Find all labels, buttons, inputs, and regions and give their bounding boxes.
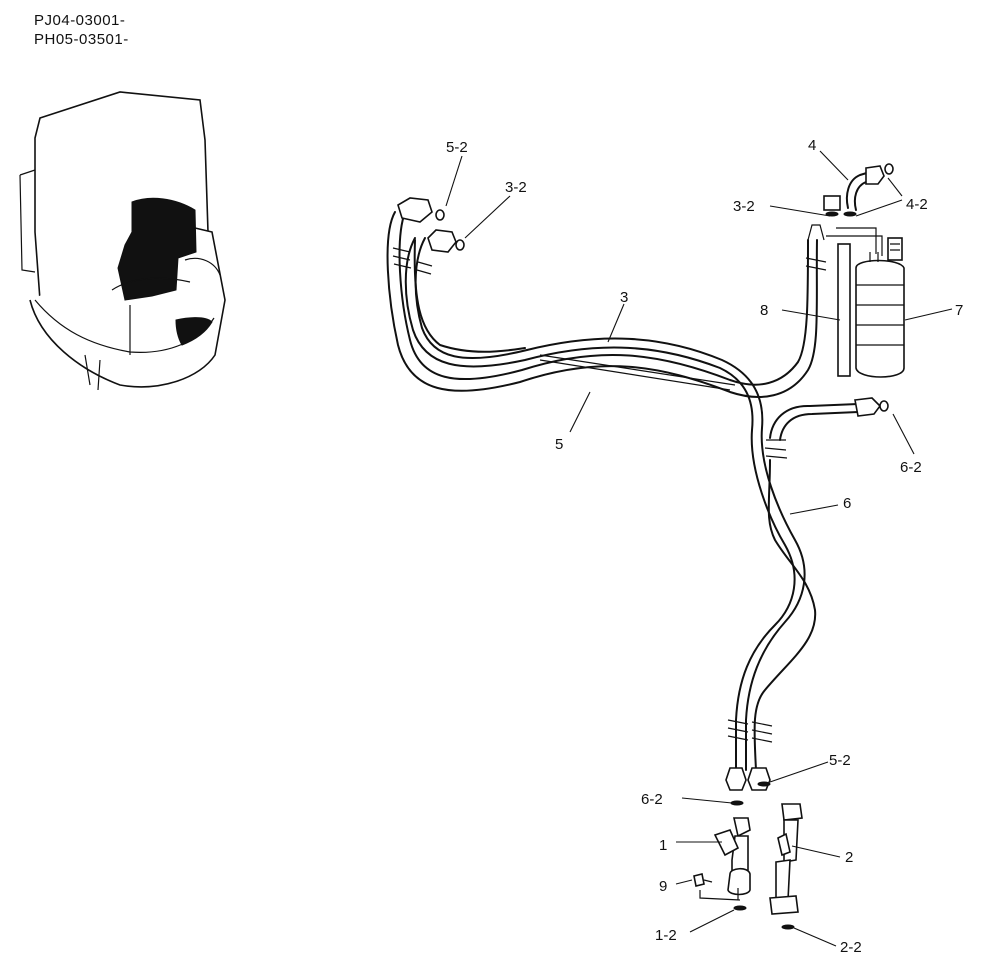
hose-4 <box>823 163 894 217</box>
label-1-2: 1-2 <box>655 927 677 944</box>
label-1: 1 <box>659 837 667 854</box>
hose-3-5-assembly <box>386 197 827 771</box>
label-9: 9 <box>659 878 667 895</box>
machine-location-illustration <box>19 91 226 391</box>
bottom-fittings <box>725 767 771 806</box>
label-4: 4 <box>808 137 816 154</box>
leader-lines <box>445 150 953 947</box>
label-3-2-right: 3-2 <box>733 198 755 215</box>
hose-6 <box>727 397 889 771</box>
label-4-2: 4-2 <box>906 196 928 213</box>
callout-labels: 5-2 3-2 3 5 4 4-2 3-2 8 7 6-2 6 5-2 6-2 … <box>446 137 963 956</box>
label-2-2: 2-2 <box>840 939 862 956</box>
label-3: 3 <box>620 289 628 306</box>
serial-range-2: PH05-03501- <box>34 31 129 48</box>
bolt-9 <box>693 873 741 901</box>
fitting-1 <box>713 817 751 911</box>
label-7: 7 <box>955 302 963 319</box>
label-6-2-right: 6-2 <box>900 459 922 476</box>
fitting-2 <box>769 803 803 930</box>
receiver-drier-assembly <box>826 227 905 378</box>
label-8: 8 <box>760 302 768 319</box>
label-3-2-top: 3-2 <box>505 179 527 196</box>
label-5-2-bottom: 5-2 <box>829 752 851 769</box>
label-5: 5 <box>555 436 563 453</box>
label-6: 6 <box>843 495 851 512</box>
label-6-2-bottom: 6-2 <box>641 791 663 808</box>
label-5-2-top: 5-2 <box>446 139 468 156</box>
label-2: 2 <box>845 849 853 866</box>
serial-range-1: PJ04-03001- <box>34 12 126 29</box>
